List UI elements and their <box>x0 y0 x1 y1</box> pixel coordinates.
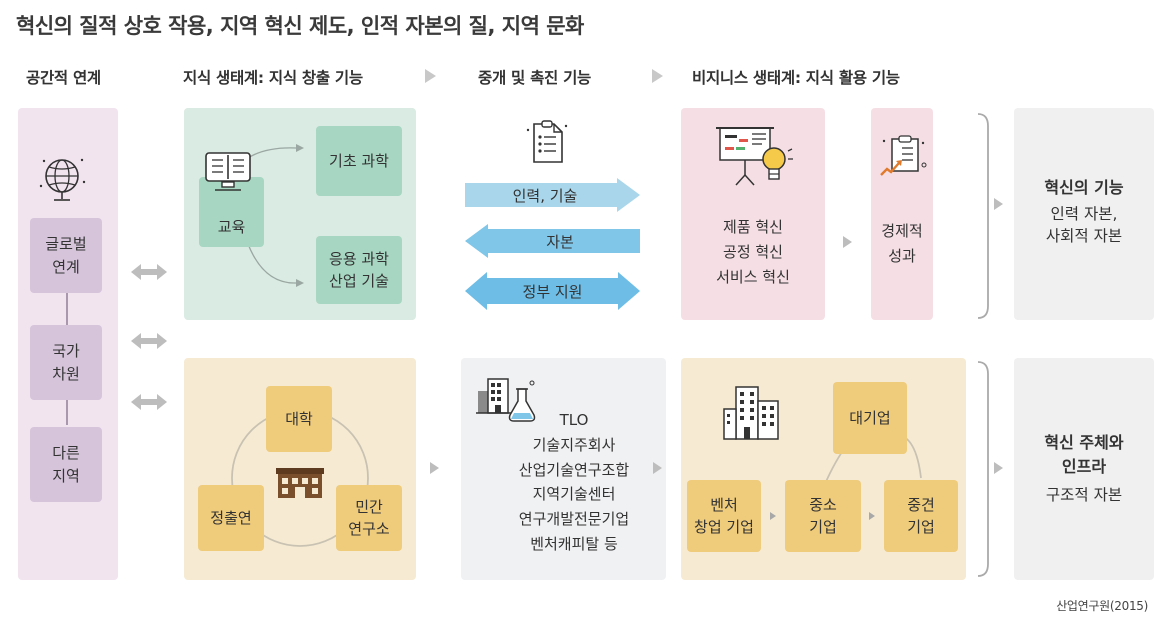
education-label: 교육 <box>217 217 246 236</box>
result-function-title: 혁신의 기능 <box>1044 178 1124 197</box>
flow-arrow-actors <box>653 462 662 474</box>
applied-science-box: 응용 과학 산업 기술 <box>316 236 402 304</box>
spatial-national-box: 국가 차원 <box>30 325 102 400</box>
book-icon <box>203 149 253 201</box>
bracket-bottom <box>976 360 1000 582</box>
header-arrow-2 <box>652 69 663 83</box>
arrow-government-label: 정부 지원 <box>522 283 583 301</box>
private-lab-box: 민간 연구소 <box>336 485 402 551</box>
brokerage-institutions: TLO 기술지주회사 산업기술연구조합 지역기술센터 연구개발전문기업 벤처캐피… <box>518 411 630 553</box>
education-box: 교육 <box>199 177 264 247</box>
venture-box: 벤처 창업 기업 <box>687 480 761 552</box>
bracket-top <box>976 112 1000 324</box>
economic-result-label: 경제적 성과 <box>881 222 923 265</box>
midsize-box: 중견 기업 <box>884 480 958 552</box>
header-arrow-1 <box>425 69 436 83</box>
header-spatial: 공간적 연계 <box>26 69 101 87</box>
source-note: 산업연구원(2015) <box>1056 599 1148 613</box>
arrow-capital: 자본 <box>465 224 640 258</box>
double-arrow-icon-2 <box>131 331 167 355</box>
growth-arrow-2 <box>869 512 875 520</box>
page-title: 혁신의 질적 상호 작용, 지역 혁신 제도, 인적 자본의 질, 지역 문화 <box>16 14 584 38</box>
lab-building-icon <box>474 375 540 429</box>
document-icon <box>524 120 570 170</box>
result-arrow-bottom <box>994 462 1003 474</box>
result-actor-body: 구조적 자본 <box>1045 486 1123 504</box>
growth-arrow-1 <box>770 512 776 520</box>
office-building-icon <box>722 385 782 445</box>
header-brokerage: 중개 및 촉진 기능 <box>478 69 592 87</box>
double-arrow-icon-3 <box>131 392 167 416</box>
arrow-talent-label: 인력, 기술 <box>512 187 578 205</box>
result-arrow-top <box>994 198 1003 210</box>
flow-arrow-institution <box>430 462 439 474</box>
sme-box: 중소 기업 <box>785 480 861 552</box>
header-business: 비지니스 생태계: 지식 활용 기능 <box>692 69 900 87</box>
header-knowledge: 지식 생태계: 지식 창출 기능 <box>183 69 363 87</box>
spatial-global-box: 글로벌 연계 <box>30 218 102 293</box>
government-institute-box: 정출연 <box>198 485 264 551</box>
result-actor-panel <box>1014 358 1154 580</box>
clipboard-chart-icon <box>878 133 928 185</box>
arrow-capital-label: 자본 <box>546 233 574 251</box>
result-actor-title: 혁신 주체와 인프라 <box>1044 433 1124 476</box>
result-function-panel <box>1014 108 1154 320</box>
globe-icon <box>38 152 88 210</box>
building-icon <box>276 466 324 504</box>
innovation-types: 제품 혁신 공정 혁신 서비스 혁신 <box>716 218 790 286</box>
presentation-bulb-icon <box>712 123 794 193</box>
arrow-talent: 인력, 기술 <box>465 178 640 212</box>
large-firm-box: 대기업 <box>833 382 907 454</box>
basic-science-box: 기초 과학 <box>316 126 402 196</box>
university-box: 대학 <box>266 386 332 452</box>
double-arrow-icon-1 <box>131 262 167 286</box>
result-function-body: 인력 자본, 사회적 자본 <box>1045 205 1123 246</box>
spatial-other-box: 다른 지역 <box>30 427 102 502</box>
arrow-government: 정부 지원 <box>465 272 640 310</box>
flow-arrow-result <box>843 236 852 248</box>
